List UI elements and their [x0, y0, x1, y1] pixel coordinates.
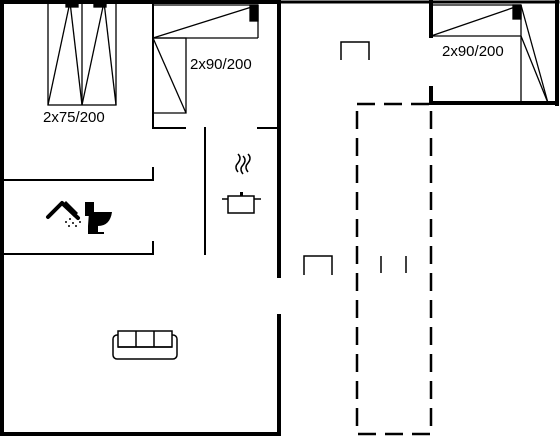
bed-diagonal [81, 1, 105, 106]
bed-pillow [65, 1, 79, 8]
bed-diagonal [69, 1, 83, 106]
sofa-icon [112, 330, 178, 360]
bed-diagonal [520, 4, 549, 104]
bed-2x90-right [430, 4, 549, 104]
cooking-pot-icon [222, 153, 261, 214]
bed-diagonal [152, 37, 187, 114]
dashed-loft-outline [355, 102, 433, 436]
toilet-icon [85, 202, 112, 234]
bed-diagonal [47, 1, 71, 106]
shower-icon [46, 201, 81, 227]
bed-2x75 [47, 1, 117, 106]
chair [303, 255, 333, 275]
bed-diagonal [152, 4, 259, 39]
bed-diagonal [520, 35, 549, 104]
bed-2x90-left [152, 4, 259, 114]
chair [340, 41, 370, 60]
furniture-small [303, 41, 407, 275]
bed-pillow [249, 4, 259, 22]
bed-diagonal [103, 1, 117, 106]
bed-label-2x90-left: 2x90/200 [190, 56, 252, 73]
bed-label-2x75: 2x75/200 [43, 109, 105, 126]
bed-pillow [93, 1, 107, 8]
bed-pillow [512, 4, 522, 20]
dashed-outline [355, 102, 433, 436]
bed-label-2x90-right: 2x90/200 [442, 43, 504, 60]
bed-diagonal [430, 4, 522, 37]
